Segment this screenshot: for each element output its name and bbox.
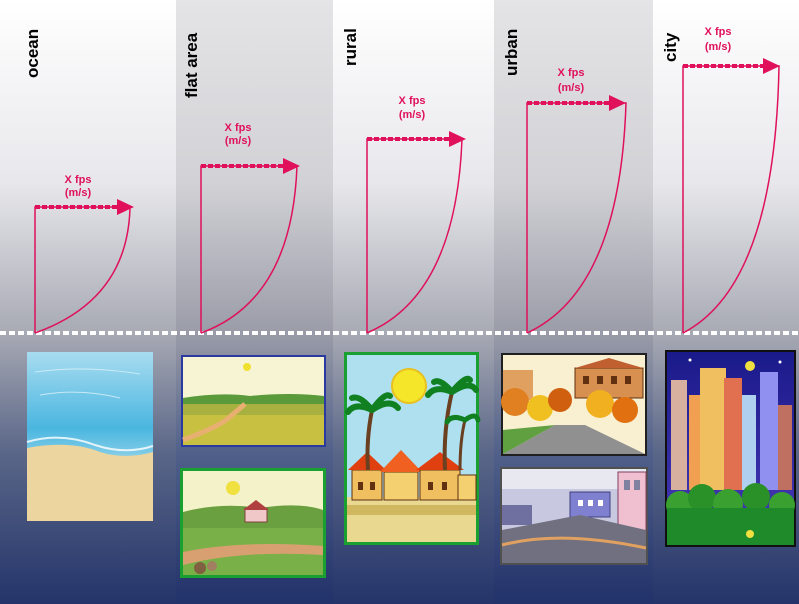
wind-profile-rural: X fps (m/s) — [366, 95, 466, 334]
profile-curve-flat-area — [200, 165, 298, 334]
fps-unit-urban: (m/s) — [558, 82, 585, 94]
fps-unit-rural: (m/s) — [399, 109, 426, 121]
fps-unit-flat-area: (m/s) — [225, 135, 252, 147]
wind-profile-city: X fps (m/s) — [682, 26, 780, 334]
fps-unit-ocean: (m/s) — [65, 187, 92, 199]
arrowhead-icon — [609, 95, 626, 111]
fps-label-rural: X fps — [399, 95, 426, 107]
arrowhead-icon — [117, 199, 134, 215]
wind-profile-urban: X fps (m/s) — [526, 67, 627, 334]
fps-unit-city: (m/s) — [705, 41, 732, 53]
urban-picture-1 — [501, 353, 647, 456]
profile-curve-urban — [526, 102, 627, 334]
arrowhead-icon — [283, 158, 300, 174]
column-label-flat-area: flat area — [182, 32, 201, 98]
flat-area-picture-1 — [181, 355, 326, 447]
ocean-picture — [26, 352, 154, 521]
column-label-urban: urban — [502, 29, 521, 76]
profile-curve-rural — [366, 138, 463, 334]
city-picture — [665, 350, 796, 547]
wind-profile-flat-area: X fps (m/s) — [200, 122, 300, 334]
arrowhead-icon — [763, 58, 780, 74]
profile-curve-city — [682, 65, 780, 334]
column-label-city: city — [661, 32, 680, 62]
column-label-rural: rural — [341, 28, 360, 66]
fps-label-city: X fps — [705, 26, 732, 38]
flat-area-picture-2 — [180, 468, 326, 578]
urban-picture-2 — [500, 467, 648, 565]
fps-label-flat-area: X fps — [225, 122, 252, 134]
column-label-ocean: ocean — [23, 29, 42, 78]
fps-label-urban: X fps — [558, 67, 585, 79]
rural-picture — [344, 352, 481, 545]
arrowhead-icon — [449, 131, 466, 147]
wind-profile-ocean: X fps (m/s) — [34, 174, 134, 334]
fps-label-ocean: X fps — [65, 174, 92, 186]
